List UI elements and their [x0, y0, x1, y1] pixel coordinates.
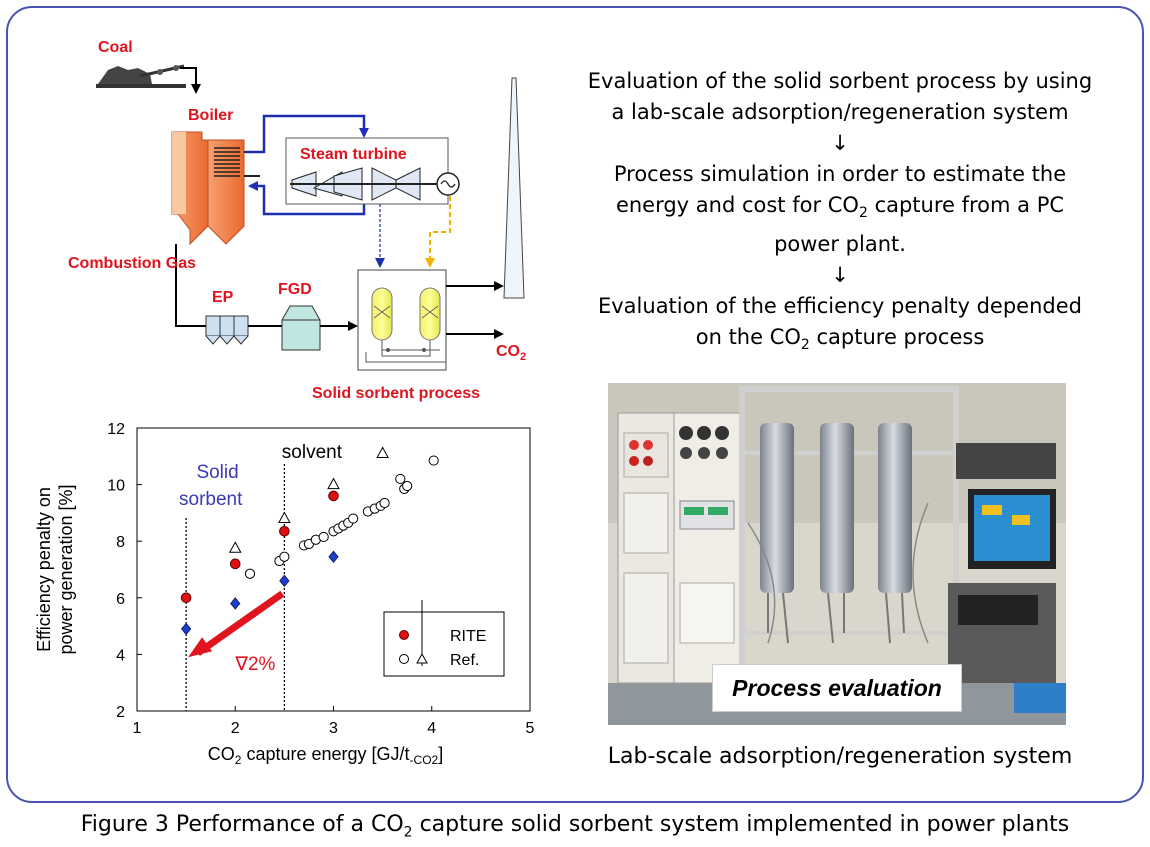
y-tick-label: 2: [116, 704, 125, 721]
solid-sorbent-annotation-line-2: sorbent: [179, 489, 243, 510]
rite-diamond-point: [230, 597, 241, 610]
steam-turbine-label: Steam turbine: [300, 146, 407, 163]
ep-icon: [205, 315, 249, 345]
y-tick-label: 12: [107, 421, 125, 438]
rite-circle-point: [328, 490, 339, 502]
solid-sorbent-process-icon: [357, 269, 447, 371]
flow-step-1-line-2: a lab-scale adsorption/regeneration syst…: [611, 100, 1069, 124]
fgd-icon: [281, 305, 321, 351]
coal-label: Coal: [98, 39, 133, 56]
flow-step-3-line-2: on the CO2 capture process: [695, 325, 985, 354]
solvent-annotation: solvent: [282, 442, 343, 463]
ref-triangle-point: [376, 446, 389, 458]
y-tick-label: 10: [107, 478, 125, 495]
solid-sorbent-process-label: Solid sorbent process: [312, 385, 480, 402]
photo-caption: Lab-scale adsorption/regeneration system: [607, 744, 1073, 769]
ref-circle-point: [318, 531, 329, 543]
reduction-annotation: ∇2%: [234, 654, 275, 675]
x-tick-label: 4: [427, 720, 436, 737]
flow-step-3-line-1: Evaluation of the efficiency penalty dep…: [597, 294, 1082, 319]
ep-label: EP: [212, 289, 234, 306]
ref-circle-point: [279, 551, 290, 562]
coal-pile-icon: [96, 64, 201, 94]
rite-diamond-point: [328, 550, 339, 564]
x-axis-label: CO2 capture energy [GJ/t-CO2]: [208, 744, 443, 767]
y-tick-label: 4: [116, 647, 125, 664]
combustion-gas-label: Combustion Gas: [68, 255, 196, 272]
boiler-label: Boiler: [188, 107, 233, 124]
process-diagram: Coal Boiler Steam turbine Combustion Gas…: [68, 39, 526, 402]
legend-rite-label: RITE: [450, 628, 486, 645]
y-tick-label: 6: [116, 591, 125, 608]
ref-circle-point: [428, 455, 439, 466]
flow-step-2-line-2: energy and cost for CO2 capture from a P…: [615, 193, 1065, 222]
solid-sorbent-annotation-line-1: Solid: [196, 462, 238, 483]
x-tick-label: 3: [329, 720, 338, 737]
y-tick-label: 8: [116, 534, 125, 551]
legend-ref-label: Ref.: [450, 652, 479, 669]
reduction-arrow: [195, 590, 285, 656]
stack-icon: [503, 77, 525, 299]
boiler-icon: [171, 131, 260, 246]
figure-caption: Figure 3 Performance of a CO2 capture so…: [80, 812, 1070, 841]
rite-diamond-point: [180, 622, 192, 636]
y-axis-label-line-2: power generation [%]: [56, 484, 76, 654]
ref-circle-point: [402, 480, 413, 492]
process-evaluation-label: Process evaluation: [712, 664, 962, 712]
x-tick-label: 1: [133, 720, 142, 737]
ref-triangle-point: [278, 511, 291, 524]
flow-step-1: Evaluation of the solid sorbent process …: [570, 66, 1110, 361]
fgd-label: FGD: [278, 281, 312, 298]
y-axis-label-line-1: Efficiency penalty on: [34, 487, 54, 652]
steam-turbine-icon: [285, 137, 460, 205]
flow-arrow-down-icon: ↓: [831, 131, 849, 155]
figure-frame: [6, 6, 1144, 803]
x-tick-label: 5: [526, 720, 535, 737]
flow-step-1-line-1: Evaluation of the solid sorbent process …: [587, 69, 1093, 93]
co2-label: CO2: [496, 343, 526, 363]
flow-step-2-line-3: power plant.: [774, 232, 906, 257]
legend-rite-marker: [399, 630, 409, 640]
x-tick-label: 2: [231, 720, 240, 737]
legend-ref-triangle-marker: [416, 652, 428, 664]
ref-circle-point: [395, 473, 406, 485]
flow-arrow-down-icon: ↓: [831, 263, 849, 288]
flow-step-2-line-1: Process simulation in order to estimate …: [613, 162, 1067, 186]
ref-triangle-point: [228, 541, 242, 553]
legend: [383, 611, 505, 677]
legend-ref-circle-marker: [399, 654, 409, 664]
rite-circle-point: [279, 525, 290, 537]
reduction-arrow-head-icon: [188, 637, 213, 658]
ref-circle-point: [348, 513, 359, 524]
ref-circle-point: [244, 568, 256, 579]
rite-diamond-point: [279, 574, 290, 588]
rite-circle-point: [229, 558, 241, 570]
rite-circle-point: [180, 592, 192, 604]
ref-circle-point: [379, 497, 390, 509]
ref-triangle-point: [327, 477, 340, 490]
